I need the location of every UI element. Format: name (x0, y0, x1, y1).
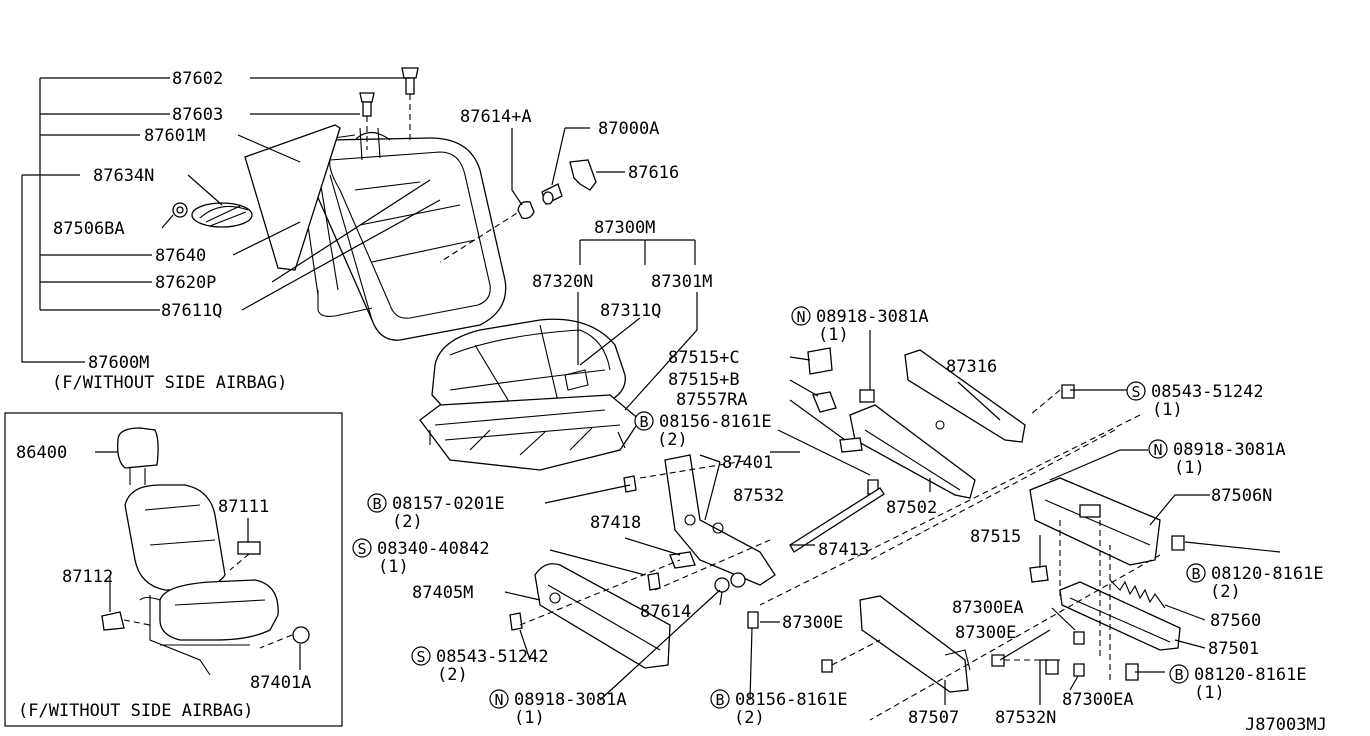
seat-back-drawing (172, 67, 597, 341)
label-87418: 87418 (590, 513, 641, 533)
label-87614: 87614 (640, 602, 691, 622)
fastener-number-f3: 08156-8161E (659, 412, 772, 432)
label-87320N: 87320N (532, 272, 593, 292)
label-87602: 87602 (172, 69, 223, 89)
inset-box (4, 412, 343, 727)
fastener-prefix-f2: S (1131, 383, 1140, 401)
label-87515-C: 87515+C (668, 348, 740, 368)
label-87614-A: 87614+A (460, 107, 532, 127)
fastener-qty-f8: (2) (437, 665, 468, 685)
fastener-number-f6: 08340-40842 (377, 539, 490, 559)
fastener-number-f5: 08157-0201E (392, 494, 505, 514)
label-87532: 87532 (733, 486, 784, 506)
label-87301M: 87301M (651, 272, 712, 292)
label-87311Q: 87311Q (600, 301, 661, 321)
fastener-prefix-f9: B (1174, 666, 1183, 684)
label-variant-top: (F/WITHOUT SIDE AIRBAG) (52, 373, 287, 393)
fastener-prefix-f8: S (416, 648, 425, 666)
label-87532N: 87532N (995, 708, 1056, 728)
label-87300EA-a: 87300EA (952, 598, 1024, 618)
label-87601M: 87601M (144, 126, 205, 146)
fastener-number-f1: 08918-3081A (816, 307, 929, 327)
fastener-number-f10: 08918-3081A (514, 690, 627, 710)
label-87634N: 87634N (93, 166, 154, 186)
fastener-number-f4: 08918-3081A (1173, 440, 1286, 460)
fastener-number-f2: 08543-51242 (1151, 382, 1264, 402)
fastener-prefix-f1: N (796, 308, 805, 326)
fastener-number-f8: 08543-51242 (436, 647, 549, 667)
label-87611Q: 87611Q (161, 301, 222, 321)
label-87401A: 87401A (250, 673, 311, 693)
label-86400: 86400 (16, 443, 67, 463)
fastener-number-f11: 08156-8161E (735, 690, 848, 710)
label-87300E-b: 87300E (955, 623, 1016, 643)
fastener-qty-f2: (1) (1152, 400, 1183, 420)
fastener-prefix-f6: S (357, 540, 366, 558)
label-87560: 87560 (1210, 611, 1261, 631)
fastener-qty-f5: (2) (392, 512, 423, 532)
label-87112: 87112 (62, 567, 113, 587)
label-87506BA: 87506BA (53, 219, 125, 239)
fastener-number-f7: 08120-8161E (1211, 564, 1324, 584)
fastener-qty-f11: (2) (734, 708, 765, 728)
fastener-prefix-f10: N (494, 691, 503, 709)
label-87501: 87501 (1208, 639, 1259, 659)
fastener-qty-f1: (1) (818, 325, 849, 345)
label-87600M: 87600M (88, 353, 149, 373)
label-87401: 87401 (722, 453, 773, 473)
label-87603: 87603 (172, 105, 223, 125)
part-labels: 87602 87603 87601M 87634N 87506BA 87640 … (16, 69, 1327, 735)
fastener-qty-f7: (2) (1210, 582, 1241, 602)
label-87506N: 87506N (1211, 486, 1272, 506)
fastener-prefix-f4: N (1153, 441, 1162, 459)
label-87405M: 87405M (412, 583, 473, 603)
fastener-qty-f3: (2) (657, 430, 688, 450)
fastener-prefix-circles (352, 306, 1206, 709)
label-87620P: 87620P (155, 273, 216, 293)
seat-frame-mechanism-drawing (509, 347, 1185, 721)
label-87000A: 87000A (598, 119, 659, 139)
label-87557RA: 87557RA (676, 390, 748, 410)
fastener-qty-f10: (1) (514, 708, 545, 728)
seat-cushion-drawing (419, 318, 641, 471)
fastener-prefix-f11: B (715, 691, 724, 709)
diagram-id: J87003MJ (1245, 715, 1327, 735)
label-87316: 87316 (946, 357, 997, 377)
label-87111: 87111 (218, 497, 269, 517)
fastener-qty-f6: (1) (378, 557, 409, 577)
label-87640: 87640 (155, 246, 206, 266)
label-87616: 87616 (628, 163, 679, 183)
fastener-prefix-f7: B (1191, 565, 1200, 583)
fastener-number-f9: 08120-8161E (1194, 665, 1307, 685)
label-87502: 87502 (886, 498, 937, 518)
label-variant-inset: (F/WITHOUT SIDE AIRBAG) (18, 701, 253, 721)
label-87515: 87515 (970, 527, 1021, 547)
label-87300E-a: 87300E (782, 613, 843, 633)
label-87515-B: 87515+B (668, 370, 740, 390)
fastener-qty-f9: (1) (1194, 683, 1225, 703)
label-87507: 87507 (908, 708, 959, 728)
label-87300M: 87300M (594, 218, 655, 238)
label-87413: 87413 (818, 540, 869, 560)
leader-lines (21, 77, 1281, 705)
fastener-prefix-f3: B (639, 413, 648, 431)
fastener-qty-f4: (1) (1174, 458, 1205, 478)
fastener-prefix-f5: B (372, 495, 381, 513)
label-87300EA-b: 87300EA (1062, 690, 1134, 710)
